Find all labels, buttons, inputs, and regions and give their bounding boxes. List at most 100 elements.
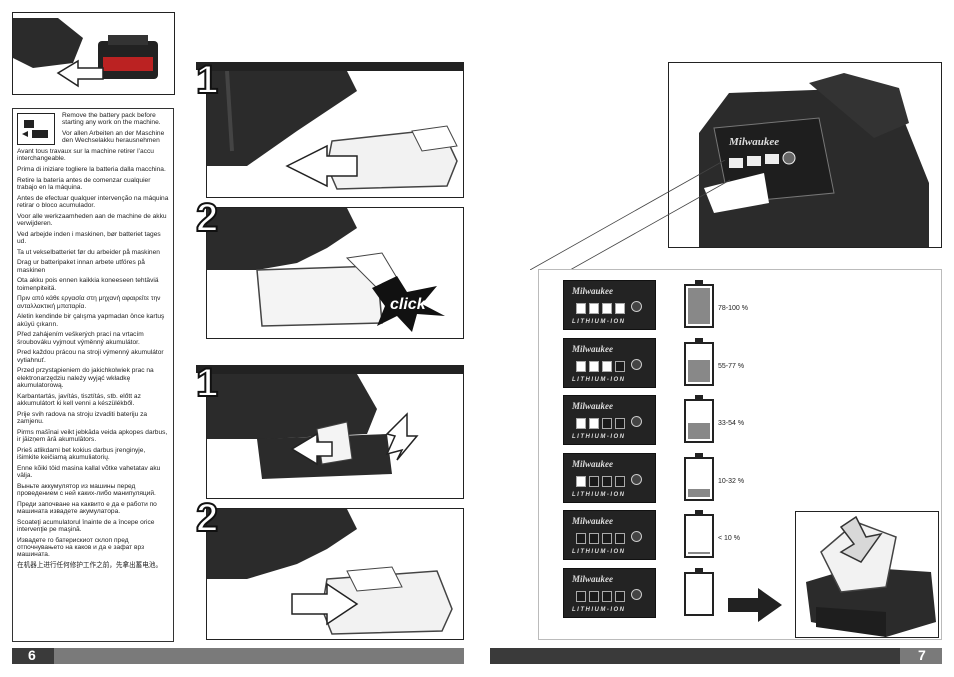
led-indicator <box>615 475 625 487</box>
led-row <box>576 416 628 434</box>
led-indicator <box>576 418 586 429</box>
battery-remove-illustration <box>13 18 158 88</box>
brand-logo: Milwaukee <box>572 401 614 411</box>
warning-bg: Преди започване на каквито е да е работи… <box>17 500 157 515</box>
warning-pl: Przed przystąpieniem do jakichkolwiek pr… <box>17 367 154 389</box>
warning-lt: Prieš atlikdami bet kokius darbus įrengi… <box>17 446 146 461</box>
tool-battery-pull-out-illustration <box>207 509 453 635</box>
warning-it: Prima di iniziare togliere la batteria d… <box>17 166 166 173</box>
image-step-2-pull <box>206 508 464 640</box>
remove-battery-warning-icon <box>17 113 55 145</box>
lithium-ion-label: LITHIUM-ION <box>572 491 626 498</box>
battery-level-icon <box>684 567 714 616</box>
led-indicator <box>615 418 625 429</box>
warning-hu: Karbantartás, javítás, tisztítás, stb. e… <box>17 392 141 407</box>
warning-da: Ved arbejde inden i maskinen, bør batter… <box>17 230 161 245</box>
led-row <box>576 474 628 492</box>
led-indicator <box>615 533 625 544</box>
battery-level-icon <box>684 452 714 501</box>
footer-bar-left <box>54 648 464 664</box>
charge-level-panel <box>538 269 942 640</box>
warning-es: Retire la batería antes de comenzar cual… <box>17 176 151 191</box>
led-indicator <box>602 418 612 429</box>
brand-logo: Milwaukee <box>572 286 614 296</box>
image-battery-charger <box>795 511 939 638</box>
click-label: click <box>390 296 426 313</box>
led-indicator <box>576 360 586 372</box>
warning-de: Vor allen Arbeiten an der Maschine den W… <box>62 130 165 145</box>
brand-logo: Milwaukee <box>572 573 614 584</box>
warning-fr: Avant tous travaux sur la machine retire… <box>17 148 154 163</box>
led-indicator <box>615 360 625 372</box>
warning-cs: Před zahájením veškerých prací na vrtací… <box>17 331 144 346</box>
svg-text:Milwaukee: Milwaukee <box>728 136 779 148</box>
page-number-right: 7 <box>918 647 926 663</box>
battery-fuel-gauge-illustration: Milwaukee <box>699 73 929 247</box>
step-bar-bottom <box>196 365 464 373</box>
gauge-button-icon <box>631 301 642 312</box>
warning-tr: Aletin kendinde bir çalışma yapmadan önc… <box>17 313 165 328</box>
tool-battery-slide-out-illustration <box>207 71 458 190</box>
led-indicator <box>589 533 599 544</box>
step-bar-top <box>196 62 464 70</box>
warning-en: Remove the battery pack before starting … <box>62 112 161 127</box>
tool-battery-inserted-illustration <box>207 208 445 332</box>
lithium-ion-label: LITHIUM-ION <box>572 376 626 383</box>
page-number-left: 6 <box>28 647 36 663</box>
charge-level-label: 78-100 % <box>718 305 748 312</box>
warning-ru: Выньте аккумулятор из машины перед прове… <box>17 482 156 497</box>
led-indicator <box>602 533 612 544</box>
footer-bar-right-light <box>900 648 942 664</box>
warning-zh: 在机器上进行任何修护工作之前，先拿出蓄电池。 <box>17 562 163 569</box>
led-row <box>576 359 628 377</box>
step-number-2-bottom: 2 <box>195 496 219 540</box>
charge-level-label: < 10 % <box>718 535 740 542</box>
brand-logo: Milwaukee <box>572 458 614 469</box>
led-indicator <box>615 303 625 314</box>
led-indicator <box>576 590 586 602</box>
step-number-2-top: 2 <box>195 196 219 240</box>
warning-hr: Prije svih radova na stroju izvaditi bat… <box>17 410 148 425</box>
image-battery-remove-top <box>12 12 175 95</box>
charge-level-label: 55-77 % <box>718 362 745 370</box>
led-indicator <box>576 303 586 314</box>
led-indicator <box>602 475 612 487</box>
battery-level-icon <box>684 510 714 558</box>
step-number-1-bottom: 1 <box>195 361 219 405</box>
footer-bar-right <box>490 648 900 664</box>
charge-level-label: 33-54 % <box>718 420 745 427</box>
battery-level-icon <box>684 395 714 443</box>
warning-text-box: Remove the battery pack before starting … <box>12 108 174 642</box>
warning-et: Enne kõiki töid masina kallal võtke vahe… <box>17 464 161 479</box>
led-indicator <box>602 590 612 602</box>
lithium-ion-label: LITHIUM-ION <box>572 606 626 613</box>
lithium-ion-label: LITHIUM-ION <box>572 319 626 325</box>
led-indicator <box>602 303 612 314</box>
led-row <box>576 531 628 549</box>
led-indicator <box>576 533 586 544</box>
warning-pt: Antes de efectuar qualquer intervenção n… <box>17 194 169 209</box>
footer-bar-left-dark <box>12 648 54 664</box>
led-indicator <box>589 360 599 372</box>
led-indicator <box>576 475 586 487</box>
image-step-1-remove <box>206 70 464 198</box>
led-indicator <box>589 590 599 602</box>
led-indicator <box>589 475 599 487</box>
led-indicator <box>589 303 599 314</box>
gauge-button-icon <box>631 473 642 485</box>
battery-level-icon <box>684 280 714 328</box>
brand-logo: Milwaukee <box>572 516 614 526</box>
callout-lines <box>530 160 730 270</box>
warning-ro: Scoateţi acumulatorul înainte de a încep… <box>17 518 155 533</box>
warning-el: Πριν από κάθε εργασία στη μηχανή αφαιρεί… <box>17 295 161 310</box>
warning-mk: Извадете го батерискиот склоп пред отпоч… <box>17 536 145 559</box>
battery-level-icon <box>684 337 714 386</box>
gauge-button-icon <box>631 588 642 600</box>
image-battery-fuel-gauge: Milwaukee <box>668 62 942 248</box>
step-number-1-top: 1 <box>195 58 219 102</box>
arrow-right-icon <box>728 588 782 622</box>
image-step-1-press <box>206 373 464 499</box>
